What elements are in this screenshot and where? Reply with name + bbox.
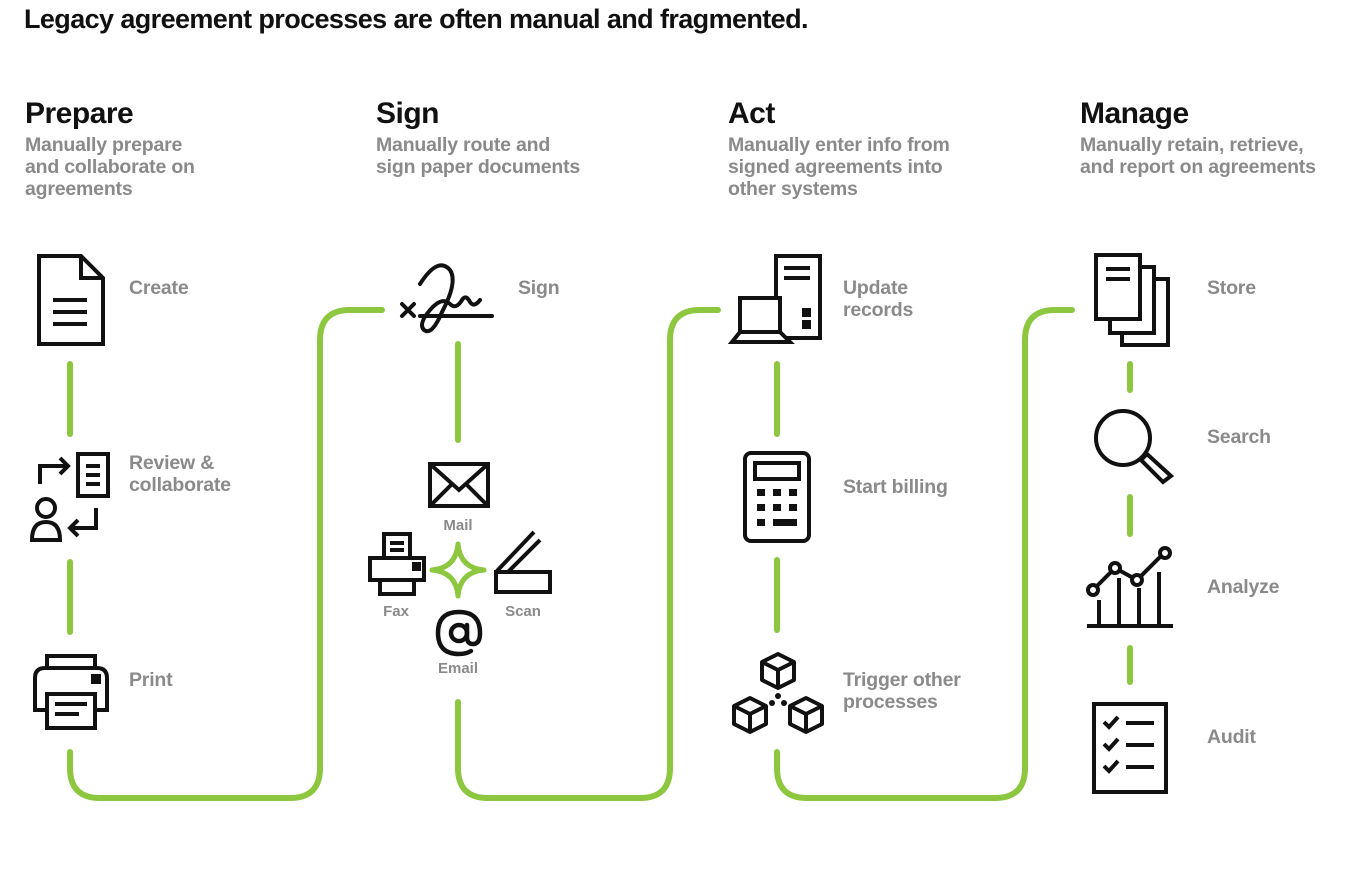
document-icon (37, 254, 105, 346)
step-store: Store (1207, 277, 1256, 299)
review-collaborate-icon (29, 452, 110, 542)
phase-manage: Manage Manually retain, retrieve, and re… (1080, 96, 1316, 178)
method-fax: Fax (383, 603, 409, 620)
phase-description: Manually prepare and collaborate on agre… (25, 134, 195, 200)
step-review: Review & collaborate (129, 452, 231, 496)
phase-title: Manage (1080, 97, 1189, 130)
step-search: Search (1207, 426, 1271, 448)
signature-icon (400, 263, 494, 334)
fax-icon (368, 532, 426, 596)
phase-title: Act (728, 97, 775, 130)
step-trigger-processes: Trigger other processes (843, 669, 961, 713)
phase-act: Act Manually enter info from signed agre… (728, 96, 950, 200)
step-sign: Sign (518, 277, 560, 299)
page-title: Legacy agreement processes are often man… (24, 4, 808, 34)
step-update-records: Update records (843, 277, 914, 321)
phase-sign: Sign Manually route and sign paper docum… (376, 96, 580, 178)
calculator-icon (743, 451, 811, 543)
phase-description: Manually enter info from signed agreemen… (728, 134, 950, 200)
printer-icon (33, 654, 109, 730)
step-create: Create (129, 277, 189, 299)
sparkle-connector-icon (429, 541, 487, 599)
magnifier-icon (1094, 409, 1175, 485)
step-print: Print (129, 669, 173, 691)
step-analyze: Analyze (1207, 576, 1280, 598)
phase-description: Manually retain, retrieve, and report on… (1080, 134, 1316, 178)
analytics-chart-icon (1086, 546, 1173, 628)
method-email: Email (437, 660, 479, 677)
envelope-icon (428, 462, 490, 508)
method-mail: Mail (443, 517, 473, 534)
computer-server-icon (727, 254, 822, 344)
step-audit: Audit (1207, 726, 1256, 748)
phase-prepare: Prepare Manually prepare and collaborate… (25, 96, 195, 200)
method-scan: Scan (505, 603, 541, 620)
cubes-network-icon (732, 652, 824, 734)
at-sign-icon (435, 609, 483, 657)
checklist-icon (1092, 702, 1168, 794)
documents-stack-icon (1094, 253, 1170, 347)
scanner-icon (494, 530, 552, 594)
phase-description: Manually route and sign paper documents (376, 134, 581, 178)
phase-title: Sign (376, 97, 440, 130)
phase-title: Prepare (25, 97, 134, 130)
step-start-billing: Start billing (843, 476, 948, 498)
